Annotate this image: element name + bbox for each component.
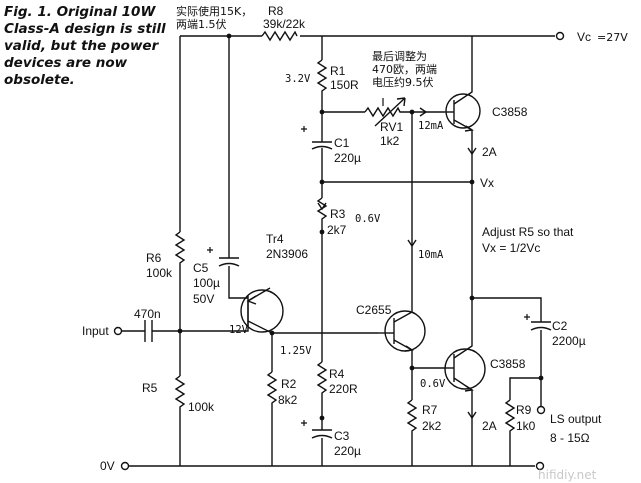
q-bottom-current: 2A bbox=[482, 419, 497, 433]
figure-caption: Fig. 1. Original 10W Class-A design is s… bbox=[4, 4, 174, 89]
r7-value: 2k2 bbox=[422, 419, 442, 433]
rv1-value: 1k2 bbox=[380, 134, 400, 148]
r3-label: R3 bbox=[330, 207, 346, 221]
transistor-q-top bbox=[444, 36, 481, 182]
input-label: Input bbox=[82, 324, 109, 338]
input-terminal bbox=[113, 326, 145, 336]
adjust-line-2: Vx = 1/2Vc bbox=[482, 241, 540, 255]
c3-value: 220µ bbox=[334, 444, 361, 458]
r5-label: R5 bbox=[142, 381, 158, 395]
wire-tr4-collector bbox=[269, 330, 378, 372]
r9-value: 1k0 bbox=[516, 419, 536, 433]
q-top-label: C3858 bbox=[492, 105, 528, 119]
c3-label: C3 bbox=[334, 429, 350, 443]
rv1-note-line-3: 电压约9.5伏 bbox=[372, 75, 434, 89]
c5-voltage: 50V bbox=[193, 292, 214, 306]
resistor-r4 bbox=[316, 229, 328, 421]
rv1-note-line-2: 470欧，两端 bbox=[372, 63, 437, 76]
r1-label: R1 bbox=[330, 64, 346, 78]
tr4-label: Tr4 bbox=[266, 232, 284, 246]
tr4-voltage: 12V bbox=[229, 324, 249, 336]
node-vx bbox=[319, 179, 475, 298]
ground-label: 0V bbox=[100, 459, 115, 473]
vc-note: =27V bbox=[597, 31, 628, 44]
r6-label: R6 bbox=[146, 251, 162, 265]
resistor-r8 bbox=[261, 30, 298, 42]
c1-value: 220µ bbox=[334, 151, 361, 165]
r3-voltage: 0.6V bbox=[355, 213, 381, 225]
resistor-r1 bbox=[316, 36, 328, 112]
rv1-note-line-1: 最后调整为 bbox=[372, 49, 427, 63]
transistor-c2655 bbox=[378, 310, 426, 368]
c2655-label: C2655 bbox=[356, 303, 392, 317]
q-top-current: 2A bbox=[482, 145, 497, 159]
caption-line-2: Class-A design is still bbox=[4, 21, 166, 37]
r1-voltage: 3.2V bbox=[285, 73, 311, 85]
ls-range: 8 - 15Ω bbox=[550, 431, 590, 445]
supply-rail bbox=[179, 31, 565, 232]
r4-label: R4 bbox=[329, 367, 345, 381]
r8-label: R8 bbox=[268, 4, 284, 18]
r1-value: 150R bbox=[330, 78, 359, 92]
vx-label: Vx bbox=[480, 176, 494, 190]
r2-value: 8k2 bbox=[278, 393, 298, 407]
potentiometer-rv1 bbox=[364, 97, 444, 127]
r8-note-line-2: 两端1.5伏 bbox=[176, 17, 227, 31]
r3-value: 2k7 bbox=[327, 223, 347, 237]
capacitor-c5 bbox=[207, 33, 248, 299]
c2-value: 2200µ bbox=[552, 334, 586, 348]
c2-label: C2 bbox=[552, 319, 568, 333]
resistor-r6 bbox=[174, 231, 186, 320]
c5-label: C5 bbox=[193, 261, 209, 275]
transistor-q-bottom bbox=[444, 298, 486, 466]
resistor-r3 bbox=[316, 182, 328, 232]
r2-label: R2 bbox=[281, 377, 297, 391]
capacitor-c2 bbox=[469, 295, 552, 378]
q-bottom-label: C3858 bbox=[490, 357, 526, 371]
r9-label: R9 bbox=[516, 403, 532, 417]
r5-value: 100k bbox=[188, 400, 215, 414]
input-cap-value: 470n bbox=[134, 307, 161, 321]
tr4-type: 2N3906 bbox=[266, 247, 308, 261]
r4-value: 220R bbox=[329, 382, 358, 396]
ls-output-terminal bbox=[536, 378, 546, 415]
adjust-line-1: Adjust R5 so that bbox=[482, 225, 574, 239]
r6-value: 100k bbox=[146, 266, 173, 280]
c5-value: 100µ bbox=[193, 276, 220, 290]
ls-output-label: LS output bbox=[550, 412, 602, 426]
capacitor-c1 bbox=[301, 112, 333, 182]
mid-current: 10mA bbox=[418, 249, 444, 261]
node-r1-bottom bbox=[319, 109, 365, 115]
caption-line-3: valid, but the power bbox=[4, 38, 159, 54]
caption-line-5: obsolete. bbox=[4, 72, 75, 88]
resistor-r2 bbox=[266, 371, 278, 466]
caption-line-4: devices are now bbox=[4, 55, 128, 71]
watermark: hifidiy.net bbox=[538, 468, 597, 482]
r7-label: R7 bbox=[422, 403, 438, 417]
c1-label: C1 bbox=[334, 136, 350, 150]
node-voltage: 1.25V bbox=[280, 345, 312, 357]
rv1-label: RV1 bbox=[380, 120, 403, 134]
r8-note-line-1: 实际使用15K， bbox=[176, 4, 252, 18]
capacitor-input-470n bbox=[144, 320, 236, 342]
ground-rail bbox=[120, 461, 545, 471]
resistor-r5 bbox=[174, 331, 186, 466]
wire-c2655-emitter bbox=[409, 365, 446, 400]
r8-value: 39k/22k bbox=[263, 17, 306, 31]
vc-label: Vc bbox=[577, 30, 591, 44]
capacitor-c3 bbox=[301, 418, 333, 466]
caption-line-1: Fig. 1. Original 10W bbox=[4, 4, 156, 20]
resistor-r7 bbox=[406, 399, 418, 466]
q-bottom-vbe: 0.6V bbox=[420, 378, 446, 390]
wire-10ma bbox=[407, 112, 417, 312]
rv1-current: 12mA bbox=[418, 120, 444, 132]
